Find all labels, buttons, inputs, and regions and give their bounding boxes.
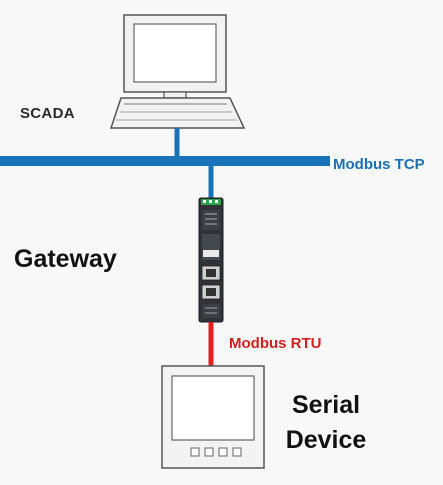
- modbus-tcp-label: Modbus TCP: [333, 156, 425, 173]
- scada-label: SCADA: [20, 105, 75, 122]
- serial-device-label-line1: Serial: [291, 391, 361, 419]
- gateway-label: Gateway: [14, 245, 117, 273]
- din-rail-gateway-icon: [198, 197, 224, 323]
- modbus-tcp-bus: [0, 156, 330, 166]
- panel-meter-icon: [161, 365, 265, 469]
- serial-device-label-line2: Device: [285, 426, 367, 454]
- modbus-rtu-label: Modbus RTU: [229, 335, 322, 352]
- desktop-computer-icon: [109, 14, 246, 129]
- serial-device-label: Serial Device: [270, 388, 382, 458]
